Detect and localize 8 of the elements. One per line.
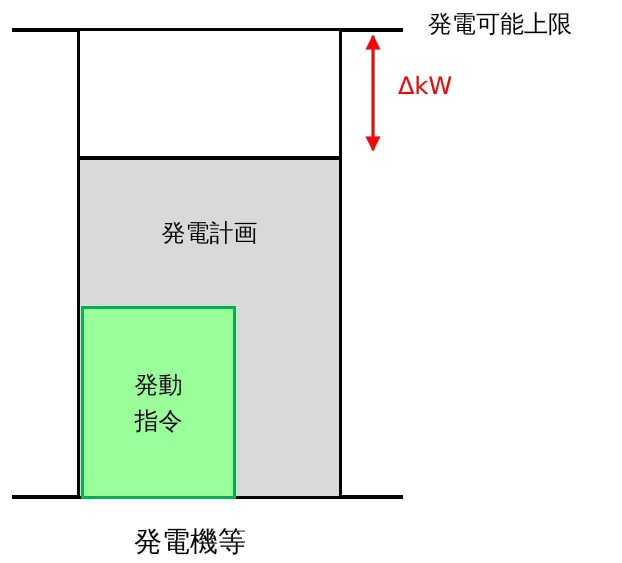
box-label: 発電計画 xyxy=(160,218,258,249)
box-label: 発動指令 xyxy=(134,370,184,437)
limit-label: 発電可能上限 xyxy=(428,9,572,39)
axis-label: 発電機等 xyxy=(134,527,246,557)
plan-box xyxy=(77,157,342,499)
empty-box xyxy=(77,28,342,159)
command-box xyxy=(81,306,236,499)
dimension-label: ΔkW xyxy=(398,71,452,101)
